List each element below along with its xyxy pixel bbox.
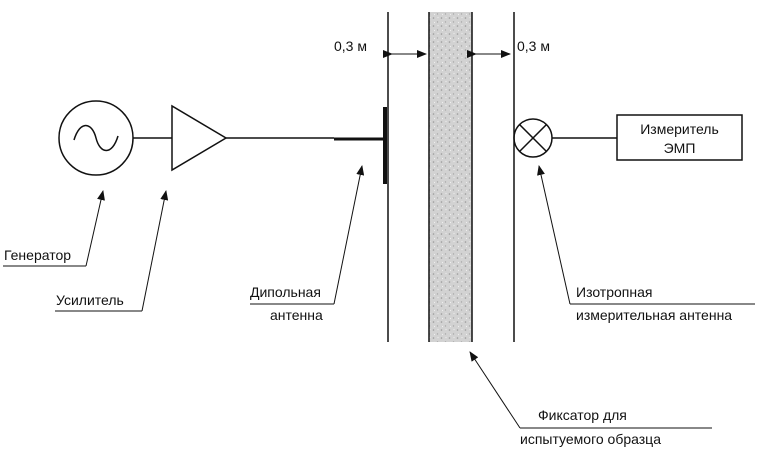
emf-meter-box: [616, 114, 743, 161]
generator-leader: [85, 190, 105, 267]
amplifier-symbol: [171, 104, 228, 172]
dipole-label-line1: Дипольная: [250, 284, 321, 300]
sample-holder: [429, 12, 472, 342]
emf-meter-label-line1: Измеритель: [640, 121, 719, 137]
amplifier-label: Усилитель: [56, 292, 124, 308]
dipole-label-line2: антенна: [270, 307, 323, 323]
holder-label-line2: испытуемого образца: [520, 431, 661, 447]
emf-meter-label-line2: ЭМП: [664, 140, 696, 156]
isotropic-label-line1: Изотропная: [576, 284, 652, 300]
holder-leader: [469, 351, 521, 429]
holder-label-line1: Фиксатор для: [538, 407, 627, 423]
isotropic-leader: [537, 165, 571, 305]
isotropic-label-line2: измерительная антенна: [576, 307, 732, 323]
generator-label: Генератор: [4, 247, 71, 263]
amplifier-leader: [141, 190, 169, 312]
isotropic-antenna-symbol: [513, 118, 553, 158]
dipole-leader: [333, 165, 365, 305]
dimension-label-right: 0,3 м: [517, 38, 550, 54]
dimension-label-left: 0,3 м: [334, 38, 367, 54]
generator-symbol: [58, 100, 134, 176]
